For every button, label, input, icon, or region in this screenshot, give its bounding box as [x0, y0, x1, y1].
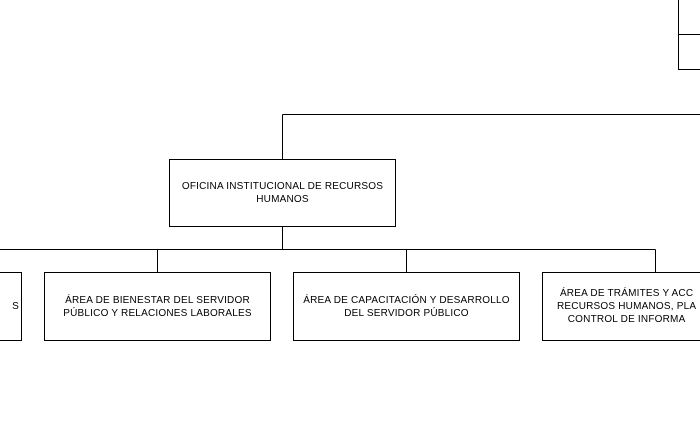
- child-node-label: ÁREA DE BIENESTAR DEL SERVIDOR PÚBLICO Y…: [63, 294, 252, 319]
- child-node-left-partial: S: [0, 272, 22, 341]
- child-node-label: ÁREA DE CAPACITACIÓN Y DESARROLLO DEL SE…: [303, 294, 510, 319]
- child-node-capacitacion: ÁREA DE CAPACITACIÓN Y DESARROLLO DEL SE…: [293, 272, 520, 341]
- child-node-bienestar: ÁREA DE BIENESTAR DEL SERVIDOR PÚBLICO Y…: [44, 272, 271, 341]
- child-node-label: ÁREA DE TRÁMITES Y ACC RECURSOS HUMANOS,…: [557, 288, 697, 325]
- top-node-divider: [679, 34, 700, 35]
- parent-node-oficina-rrhh: OFICINA INSTITUCIONAL DE RECURSOS HUMANO…: [169, 159, 396, 227]
- parent-node-label: OFICINA INSTITUCIONAL DE RECURSOS HUMANO…: [181, 181, 384, 205]
- child-node-tramites: ÁREA DE TRÁMITES Y ACC RECURSOS HUMANOS,…: [542, 272, 700, 341]
- top-node-box: [678, 0, 700, 70]
- child-node-label: S: [12, 301, 19, 312]
